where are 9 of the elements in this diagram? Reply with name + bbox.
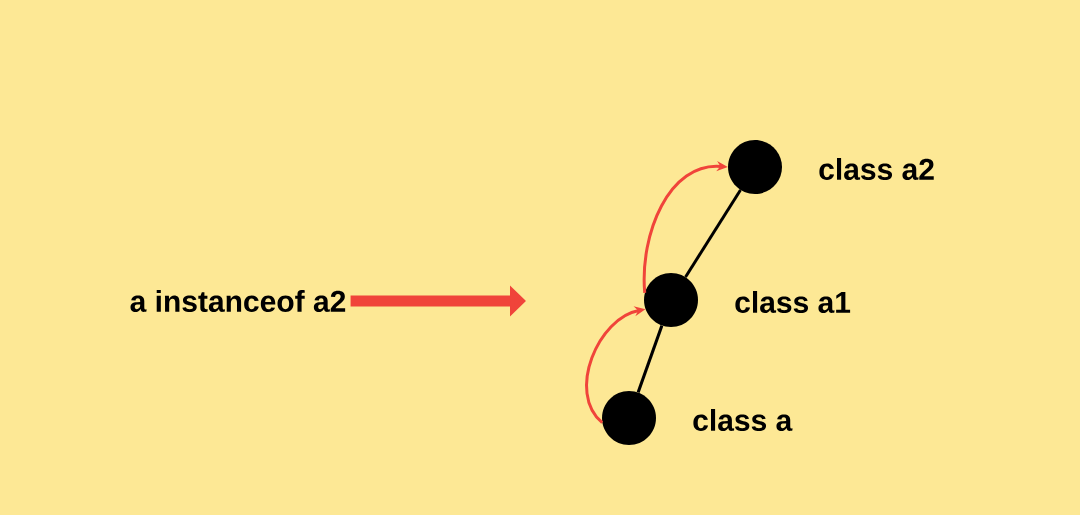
connector-line — [684, 189, 742, 278]
node-circle — [644, 273, 698, 327]
node-circle — [728, 140, 782, 194]
label-text: a instanceof a2 — [130, 290, 346, 312]
node-circle — [602, 391, 656, 445]
node-label: class a2 — [819, 158, 934, 180]
connector-line — [636, 325, 664, 393]
node-label: class a1 — [735, 291, 851, 313]
node-label: class a — [693, 409, 793, 431]
